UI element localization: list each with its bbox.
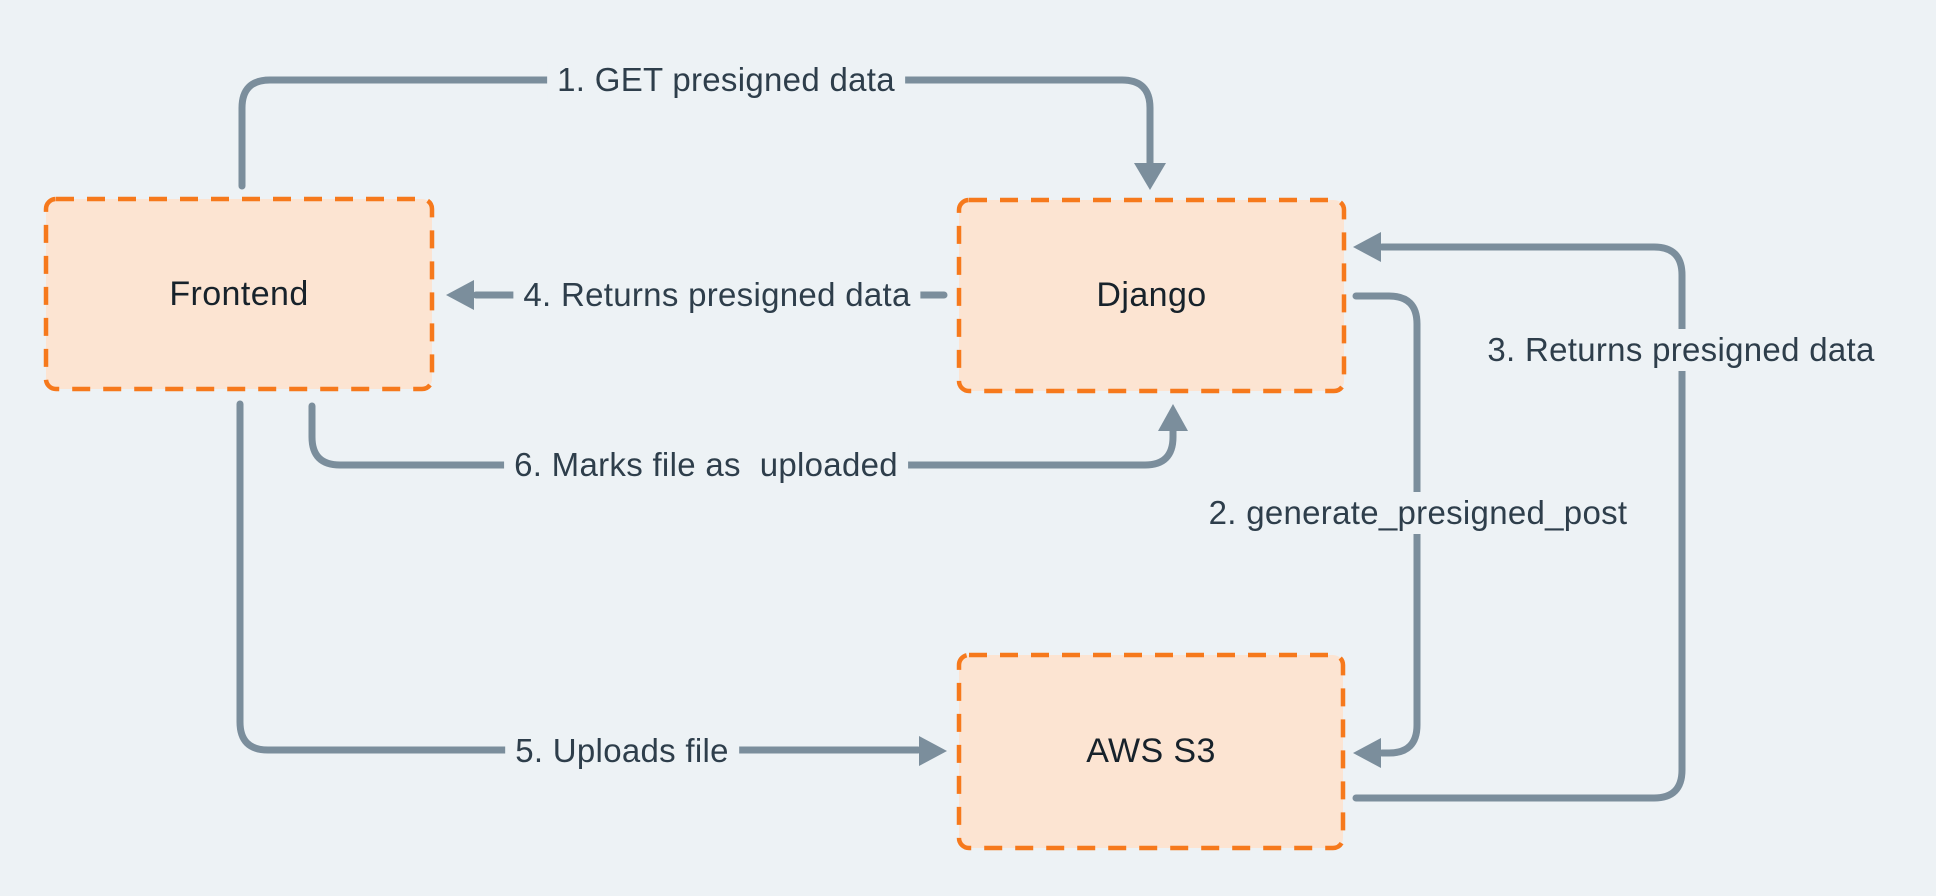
arrowhead-left-icon: [446, 280, 474, 310]
arrowhead-left-icon: [1353, 232, 1381, 262]
arrowhead-right-icon: [919, 736, 947, 766]
edge-2-generate-presigned-post: [1352, 292, 1421, 757]
edge-5-uploads-file: [236, 400, 922, 754]
edge-1-get-presigned-data: [238, 76, 1154, 190]
node-frontend-box: [43, 196, 435, 392]
arrowhead-up-icon: [1158, 404, 1188, 431]
node-django-box: [956, 197, 1347, 394]
node-aws-s3-box: [956, 652, 1346, 851]
edge-3-returns-presigned-data: [1352, 243, 1686, 802]
edge-6-marks-file-uploaded: [308, 402, 1177, 469]
arrowhead-down-icon: [1134, 163, 1166, 190]
arrowhead-left-icon: [1353, 738, 1381, 768]
